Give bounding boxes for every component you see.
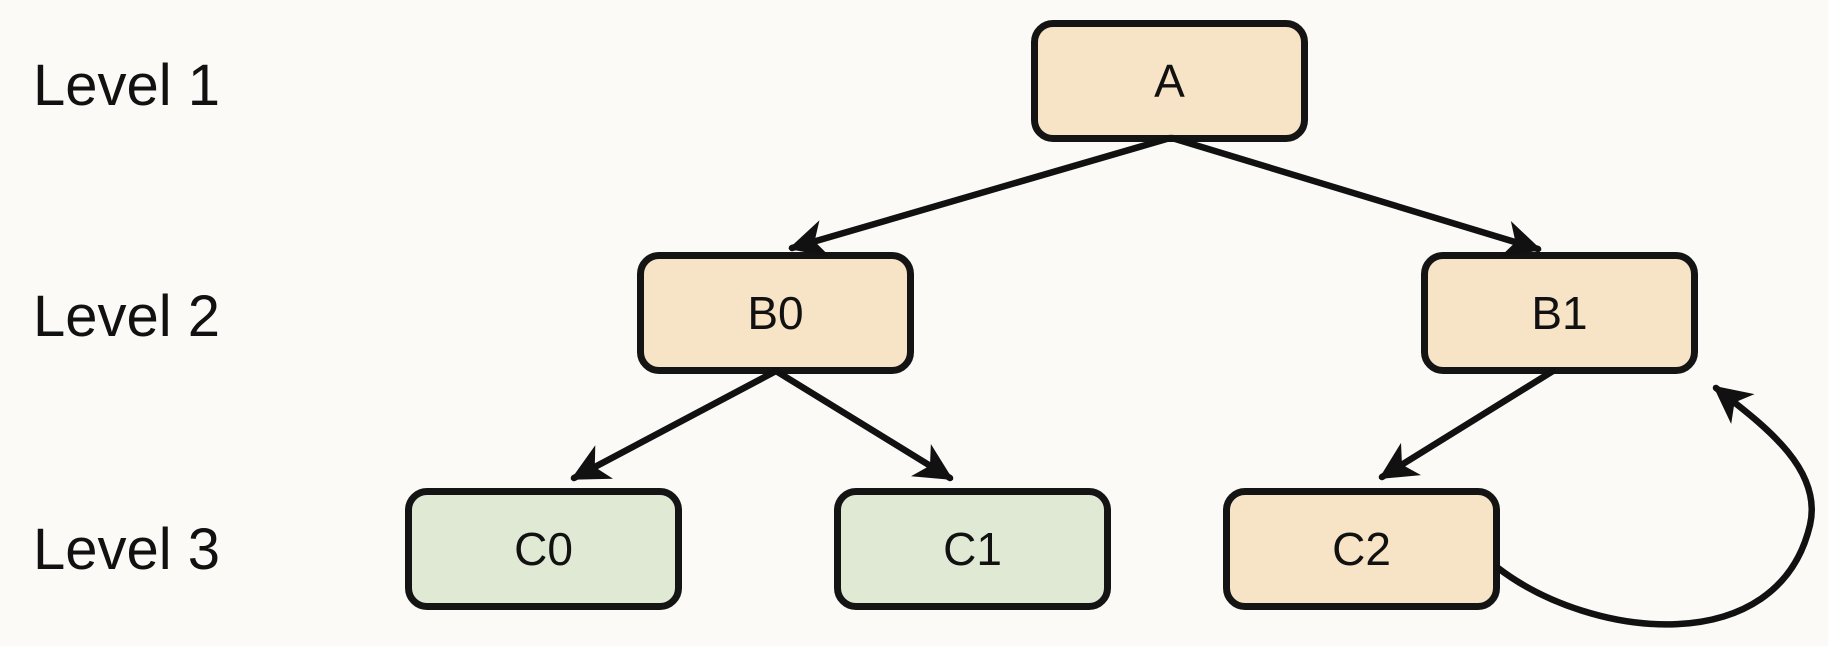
- level-1-label: Level 1: [33, 53, 221, 118]
- edge-A-B1: [1168, 134, 1542, 258]
- edge-B0-C0: [570, 367, 780, 482]
- node-C2: C2: [1223, 488, 1500, 610]
- node-C0-label: C0: [514, 523, 573, 575]
- level-3-label: Level 3: [33, 517, 221, 582]
- node-A: A: [1031, 20, 1308, 142]
- edge-A-B0: [788, 134, 1174, 257]
- node-C1: C1: [834, 488, 1111, 610]
- edge-B0-C1: [772, 367, 954, 482]
- node-B0-label: B0: [747, 287, 804, 339]
- node-A-label: A: [1154, 55, 1185, 107]
- edge-C2-B1-curved: [1494, 384, 1815, 628]
- node-B1-label: B1: [1531, 287, 1588, 339]
- node-B0: B0: [637, 252, 914, 374]
- edge-B1-C2: [1378, 367, 1557, 481]
- node-C1-label: C1: [943, 523, 1002, 575]
- node-C0: C0: [405, 488, 682, 610]
- node-B1: B1: [1421, 252, 1698, 374]
- level-2-label: Level 2: [33, 284, 221, 349]
- node-C2-label: C2: [1332, 523, 1391, 575]
